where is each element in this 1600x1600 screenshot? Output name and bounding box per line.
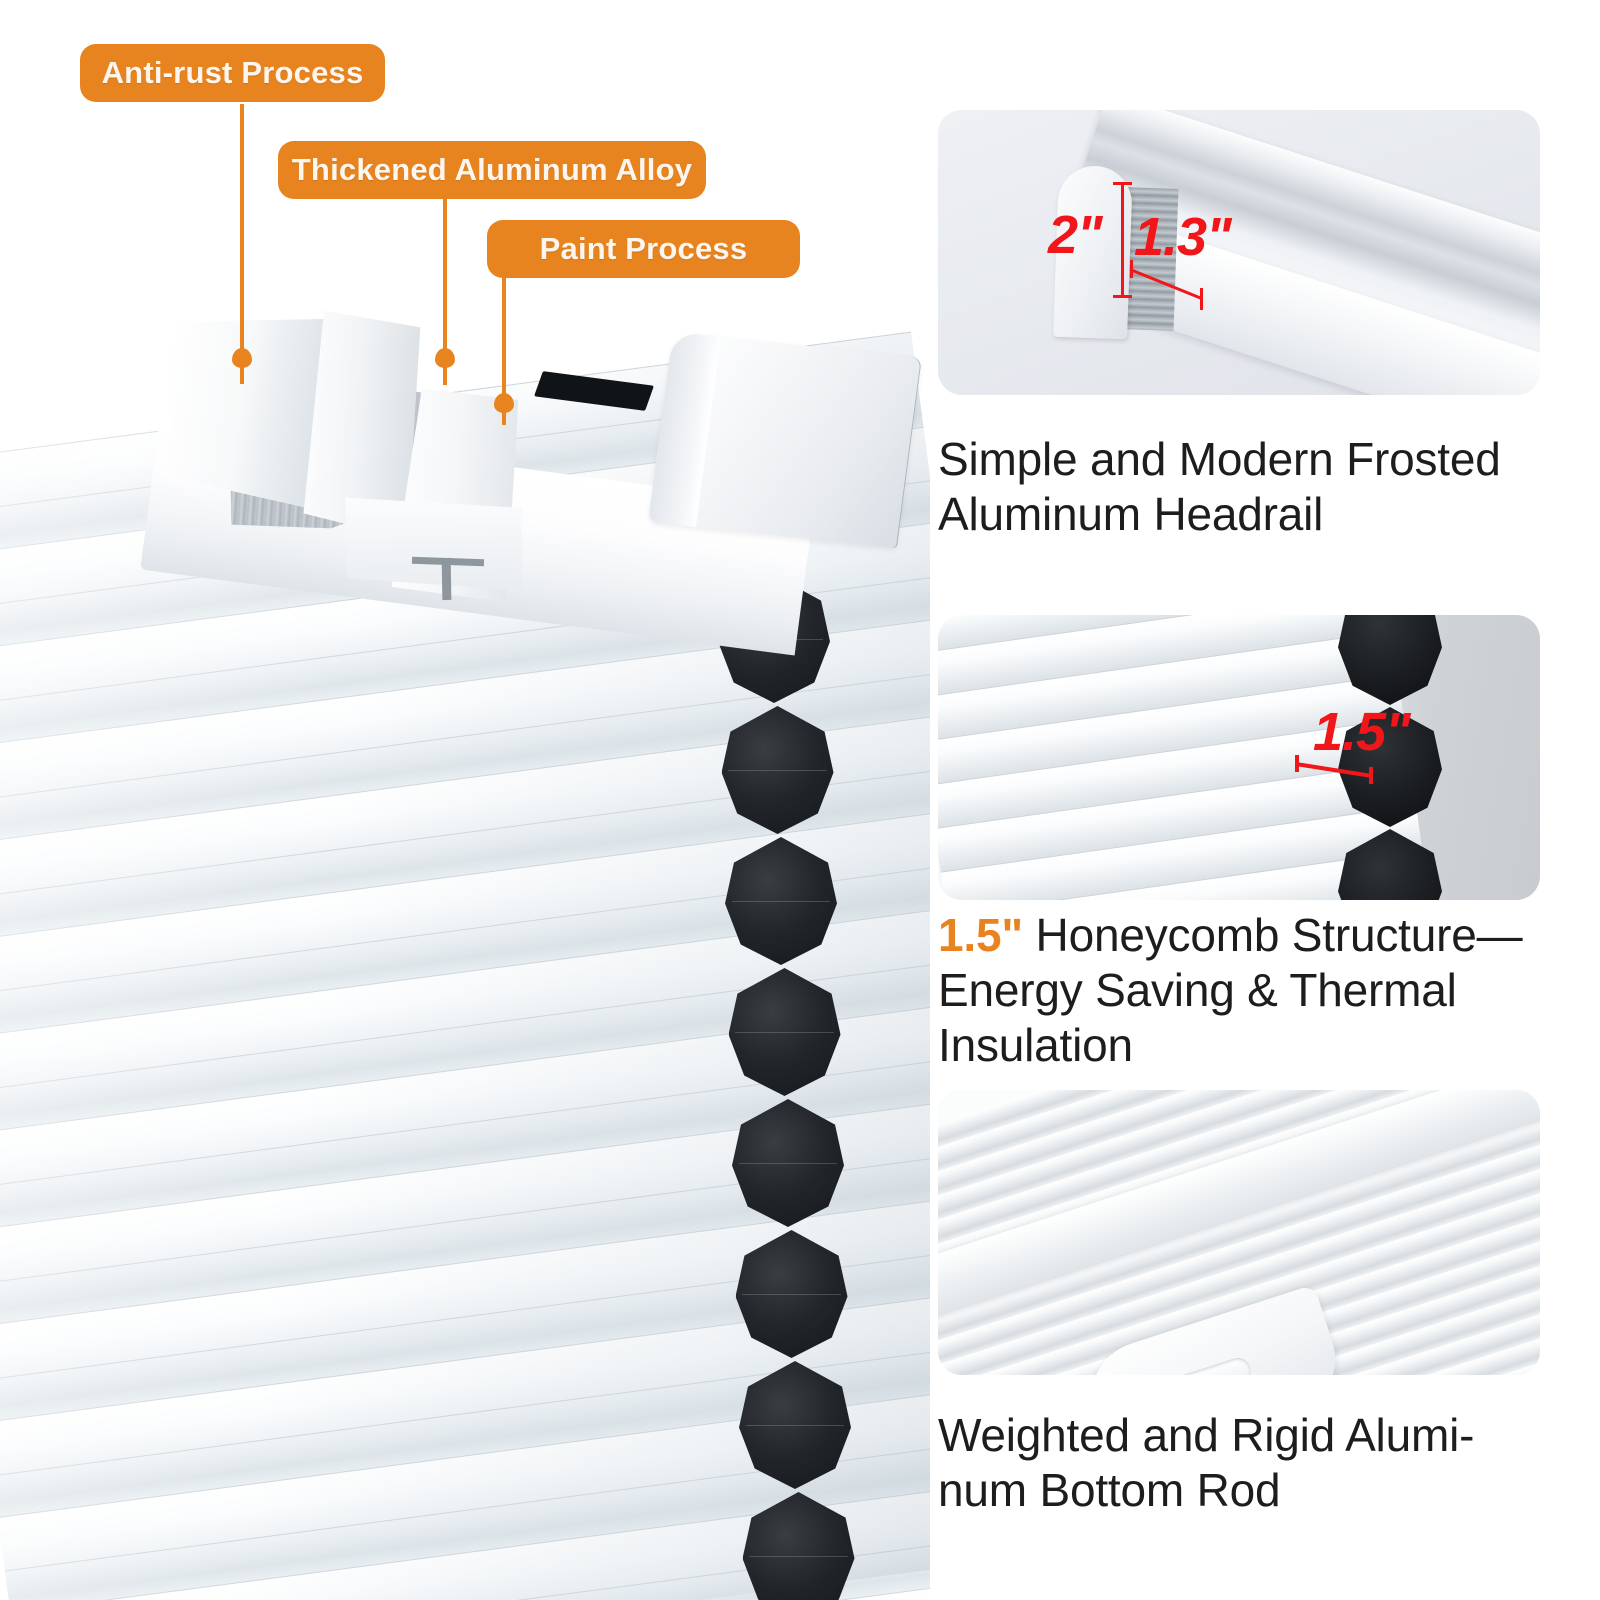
honeycomb-cell [732,1099,844,1227]
inner-bracket-plate [345,494,523,593]
bottom-rod-grip-slot [1131,1354,1255,1375]
feature-caption-honeycomb: 1.5" Honeycomb Structure—Energy Saving &… [938,908,1538,1074]
dimension-tick-top [1113,182,1132,185]
dimension-label-height: 2" [1048,205,1103,265]
caption-highlight: 1.5" [938,909,1023,961]
honeycomb-cell [725,837,837,965]
feature-card-bottom-rod [938,1090,1540,1375]
headrail-end-cap-face [648,331,721,528]
callout-label: Paint Process [539,231,748,266]
headrail-assembly [140,300,930,656]
dimension-label-depth: 1.3" [1134,207,1232,267]
feature-card-honeycomb: 1.5" [938,615,1540,900]
leader-dot-paint [494,393,514,413]
feature-card-headrail: 2" 1.3" [938,110,1540,395]
caption-text: Simple and Modern Frosted Aluminum Headr… [938,433,1501,541]
leader-line-anti-rust [240,104,244,384]
dimension-tick-bottom [1113,295,1132,298]
honeycomb-cell [1338,707,1442,827]
honeycomb-macro-cells [1338,615,1448,900]
callout-badge-paint[interactable]: Paint Process [487,220,800,278]
honeycomb-cell [1338,829,1442,900]
dimension-label-cell-width: 1.5" [1313,702,1411,762]
honeycomb-cell [728,968,841,1096]
honeycomb-cell [735,1230,848,1358]
feature-column: 2" 1.3" Simple and Modern Frosted Alumin… [930,0,1600,1600]
hero-product-photo: Anti-rust Process Thickened Aluminum All… [0,0,930,1600]
bracket-post [441,557,452,601]
dimension-tick-right [1200,288,1203,310]
honeycomb-cell [739,1361,851,1489]
headrail-slot [534,371,654,411]
dimension-tick-cell-left [1295,755,1299,772]
honeycomb-cell [742,1492,855,1600]
headrail-end-cap [648,331,922,549]
dimension-line-height [1121,182,1124,298]
callout-badge-aluminum[interactable]: Thickened Aluminum Alloy [278,141,706,199]
leader-dot-aluminum [435,348,455,368]
dimension-tick-cell-right [1369,767,1373,784]
callout-label: Anti-rust Process [101,55,364,90]
leader-line-paint [502,270,506,425]
callout-label: Thickened Aluminum Alloy [291,152,693,187]
dimension-tick-left [1130,260,1133,278]
feature-caption-headrail: Simple and Modern Frosted Aluminum Headr… [938,432,1538,542]
caption-text: Honeycomb Structure—Energy Saving & Ther… [938,909,1523,1072]
leader-line-aluminum [443,190,447,385]
honeycomb-cell [721,706,834,834]
honeycomb-cell-column [718,575,855,1600]
feature-caption-bottom-rod: Weighted and Rigid Alumi-num Bottom Rod [938,1408,1538,1518]
caption-text: Weighted and Rigid Alumi-num Bottom Rod [938,1409,1475,1517]
honeycomb-cell [1338,615,1442,705]
callout-badge-anti-rust[interactable]: Anti-rust Process [80,44,385,102]
leader-dot-anti-rust [232,348,252,368]
